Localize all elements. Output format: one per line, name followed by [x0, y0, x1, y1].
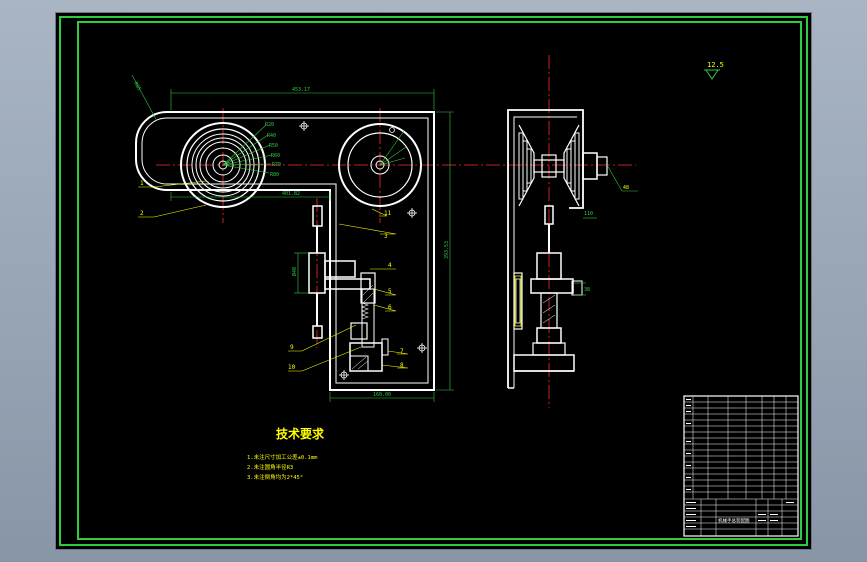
drawing-sheet: 12.5 [56, 13, 811, 549]
dim-top-width-text: 453.17 [292, 87, 310, 93]
part-number: 3 [384, 233, 388, 240]
surface-finish-symbol: 12.5 [704, 61, 724, 80]
part-number: 1 [140, 180, 144, 187]
dim-arm-width [170, 192, 331, 201]
left-pulley-leaders [222, 124, 273, 174]
dim-height [436, 111, 454, 391]
dim-slider-text: Ø40 [291, 267, 298, 276]
side-view: 48 110 38 [507, 55, 638, 408]
part-number: 7 [400, 348, 404, 355]
side-hatching [542, 294, 556, 324]
part-number: 9 [290, 344, 294, 351]
radius-label: R80 [270, 172, 279, 178]
side-frame [507, 109, 608, 389]
part-number: 10 [288, 364, 296, 371]
part-number: 8 [400, 362, 404, 369]
radius-label: R40 [267, 133, 276, 139]
right-pulley-leaders [379, 130, 407, 166]
dim-base-width-text: 160.00 [373, 392, 391, 398]
l-plate-inner [141, 117, 429, 384]
surface-finish-value: 12.5 [707, 61, 724, 69]
tech-req-item: 2.未注圆角半径R3 [247, 463, 293, 471]
cad-drawing: 12.5 [59, 16, 808, 546]
hatched-parts [351, 284, 374, 370]
title-block: 机械手总装配图 [683, 395, 799, 537]
tech-req-item: 1.未注尺寸加工公差±0.1mm [247, 453, 318, 461]
part-number: 11 [384, 210, 392, 217]
dim-top-width [170, 89, 435, 110]
dim-base-width [329, 392, 435, 402]
outer-frame [59, 16, 808, 546]
part-number: 2 [140, 210, 144, 217]
side-shaft-callout: 48 [623, 185, 629, 191]
arc-radius-label: R85 [132, 81, 142, 92]
radius-label: R60 [271, 153, 280, 159]
part-numbers: 1 2 3 4 5 6 7 8 9 10 11 [140, 180, 404, 371]
part-number: 5 [388, 288, 392, 295]
side-yellow-strip [514, 275, 522, 327]
radius-label: R70 [272, 162, 281, 168]
technical-requirements: 技术要求 1.未注尺寸加工公差±0.1mm 2.未注圆角半径R3 3.未注倒角均… [247, 426, 325, 481]
side-callouts [574, 164, 638, 296]
dim-slider [294, 252, 308, 294]
part-leaders [138, 180, 409, 372]
radius-label: R50 [269, 143, 278, 149]
dim-arm-width-text: 401.82 [282, 191, 300, 197]
inner-frame [77, 21, 802, 540]
arc-leader [131, 74, 158, 122]
radius-label: R20 [265, 122, 274, 128]
title-block-drawing-name: 机械手总装配图 [718, 517, 750, 524]
side-hub-dim: 110 [584, 211, 593, 217]
right-pulley [338, 123, 422, 207]
dim-height-text: 393.53 [444, 241, 450, 259]
side-labels: 48 110 38 [584, 185, 629, 293]
tech-req-title: 技术要求 [276, 426, 325, 441]
l-plate-outline [135, 111, 435, 391]
front-view: R20 R40 R50 R60 R70 R80 R85 453.17 [131, 74, 636, 402]
part-number: 4 [388, 262, 392, 269]
bolt-symbols [299, 121, 427, 380]
part-number: 6 [388, 304, 392, 311]
slide-assembly [308, 205, 389, 372]
tech-req-item: 3.未注倒角均为2*45° [247, 473, 303, 481]
left-pulley-radii: R20 R40 R50 R60 R70 R80 [265, 122, 281, 178]
side-cyl-dim: 38 [584, 287, 590, 293]
left-pulley [180, 122, 266, 208]
